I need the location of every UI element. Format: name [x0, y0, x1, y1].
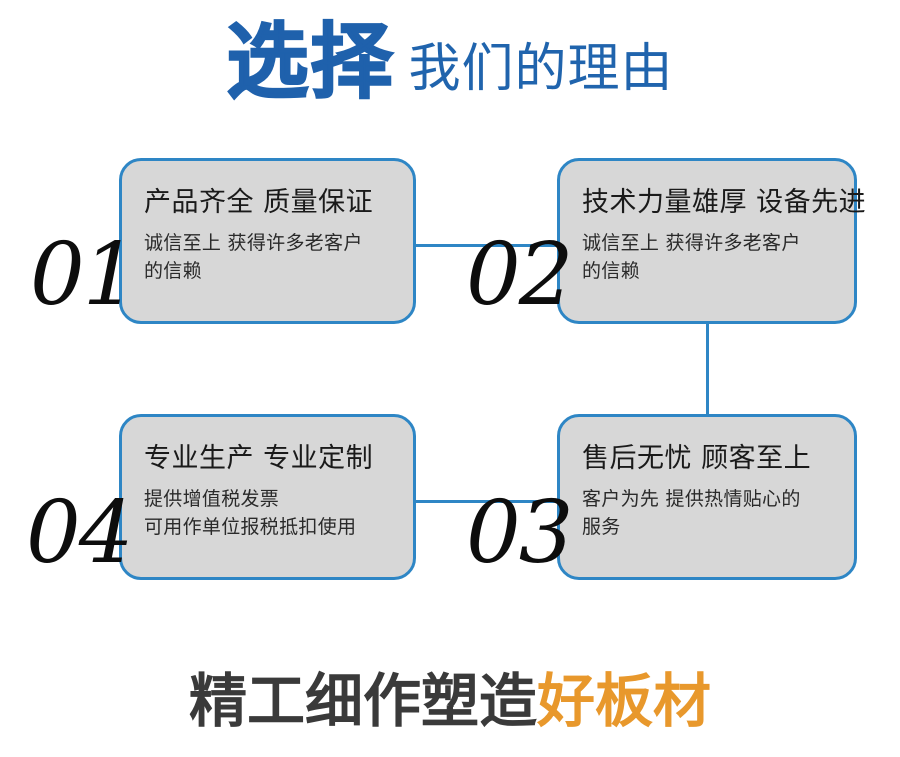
feature-card-03[interactable]: 售后无忧 顾客至上 客户为先 提供热情贴心的 服务 [557, 414, 857, 580]
connector-card2-card3 [706, 320, 709, 416]
feature-card-01-body-line-1: 诚信至上 获得许多老客户 [144, 232, 363, 255]
page-title: 选择我们的理由 [0, 21, 900, 105]
feature-card-04-number: 04 [26, 483, 133, 583]
feature-card-04[interactable]: 专业生产 专业定制 提供增值税发票 可用作单位报税抵扣使用 [119, 414, 416, 580]
feature-card-03-number: 03 [466, 483, 573, 583]
feature-card-02-title: 技术力量雄厚 设备先进 [582, 187, 867, 218]
feature-card-04-body-line-2: 可用作单位报税抵扣使用 [144, 515, 357, 538]
title-strong: 选择 [225, 15, 395, 110]
feature-card-01-title: 产品齐全 质量保证 [144, 187, 374, 218]
feature-card-01[interactable]: 产品齐全 质量保证 诚信至上 获得许多老客户 的信赖 [119, 158, 416, 324]
feature-card-03-body-line-1: 客户为先 提供热情贴心的 [582, 488, 801, 511]
feature-card-01-number: 01 [30, 225, 137, 325]
feature-card-01-body: 诚信至上 获得许多老客户 的信赖 [144, 230, 399, 285]
connector-card3-card4 [413, 500, 559, 503]
feature-card-03-title: 售后无忧 顾客至上 [582, 443, 812, 474]
title-light: 我们的理由 [408, 39, 674, 99]
footer-slogan-dark: 精工细作塑造 [188, 667, 537, 735]
feature-card-01-content: 产品齐全 质量保证 诚信至上 获得许多老客户 的信赖 [144, 187, 399, 285]
feature-card-04-body: 提供增值税发票 可用作单位报税抵扣使用 [144, 486, 399, 541]
feature-card-01-body-line-2: 的信赖 [144, 259, 202, 282]
feature-card-02-body-line-1: 诚信至上 获得许多老客户 [582, 232, 801, 255]
feature-card-04-content: 专业生产 专业定制 提供增值税发票 可用作单位报税抵扣使用 [144, 443, 399, 541]
feature-card-02[interactable]: 技术力量雄厚 设备先进 诚信至上 获得许多老客户 的信赖 [557, 158, 867, 324]
feature-card-02-number: 02 [466, 225, 573, 325]
feature-card-04-body-line-1: 提供增值税发票 [144, 488, 280, 511]
feature-card-02-body: 诚信至上 获得许多老客户 的信赖 [582, 230, 840, 285]
feature-card-03-body-line-2: 服务 [582, 515, 621, 538]
feature-card-03-content: 售后无忧 顾客至上 客户为先 提供热情贴心的 服务 [582, 443, 840, 541]
footer-slogan-accent: 好板材 [537, 667, 712, 735]
connector-card1-card2 [413, 244, 559, 247]
feature-card-04-title: 专业生产 专业定制 [144, 443, 374, 474]
feature-card-03-body: 客户为先 提供热情贴心的 服务 [582, 486, 840, 541]
feature-card-02-body-line-2: 的信赖 [582, 259, 640, 282]
feature-card-02-content: 技术力量雄厚 设备先进 诚信至上 获得许多老客户 的信赖 [582, 187, 867, 285]
footer-slogan: 精工细作塑造好板材 [0, 672, 900, 730]
